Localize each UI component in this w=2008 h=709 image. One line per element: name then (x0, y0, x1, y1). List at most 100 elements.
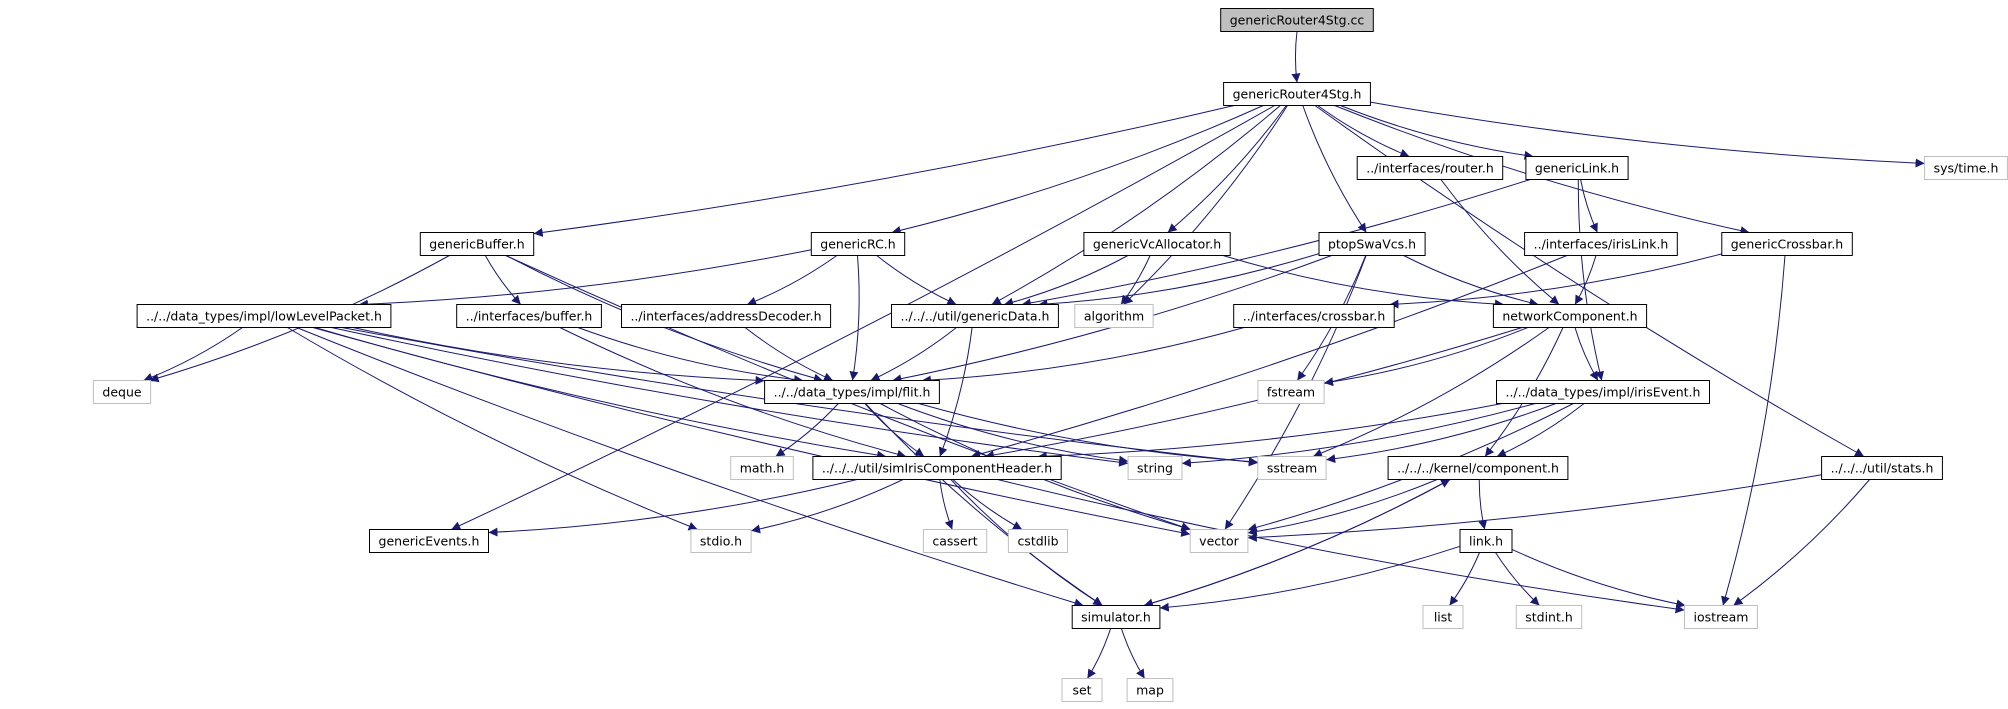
edge-ifrouter-to-netcomp (1440, 179, 1560, 305)
edge-irisev-to-kcomp (1496, 403, 1585, 457)
node-gbuf[interactable]: genericBuffer.h (419, 232, 535, 256)
node-grc[interactable]: genericRC.h (810, 232, 906, 256)
node-label: genericBuffer.h (429, 237, 524, 252)
node-box (1061, 678, 1103, 702)
edge-h-to-grc (891, 105, 1264, 235)
edge-h-to-systime (1370, 101, 1925, 168)
node-flit[interactable]: ../../data_types/impl/flit.h (764, 380, 940, 404)
node-label: ../interfaces/buffer.h (466, 309, 593, 324)
edge-simiris-to-iostream (997, 479, 1685, 614)
node-ptop[interactable]: ptopSwaVcs.h (1318, 232, 1426, 256)
node-box (1924, 156, 2008, 180)
node-label: ../interfaces/addressDecoder.h (630, 309, 821, 324)
node-box (1356, 156, 1504, 180)
node-linkh[interactable]: link.h (1459, 529, 1513, 553)
edge-grc-to-gdata (876, 255, 957, 305)
node-box (1821, 456, 1943, 480)
edge-h-to-gdata (991, 105, 1281, 305)
node-box (456, 304, 602, 328)
node-label: ../interfaces/irisLink.h (1534, 237, 1669, 252)
node-map: map (1126, 678, 1174, 702)
node-stdint: stdint.h (1515, 605, 1583, 629)
node-label: fstream (1267, 385, 1315, 400)
edge-stats-to-iostream (1733, 479, 1870, 606)
edge-ifiris-to-simiris (970, 255, 1568, 459)
edge-h-to-ifrouter (1317, 105, 1410, 158)
node-simiris[interactable]: ../../../util/simIrisComponentHeader.h (812, 456, 1062, 480)
edge-glink-to-gdata (1021, 179, 1531, 308)
edge-gdata-to-simiris (938, 327, 973, 457)
edge-netcomp-to-sstream (1312, 327, 1550, 458)
node-stats[interactable]: ../../../util/stats.h (1821, 456, 1943, 480)
node-box (1083, 232, 1231, 256)
node-iostream: iostream (1684, 605, 1758, 629)
node-fstream: fstream (1257, 380, 1325, 404)
node-label: link.h (1469, 534, 1503, 549)
node-ifaddr[interactable]: ../interfaces/addressDecoder.h (621, 304, 832, 328)
node-label: ptopSwaVcs.h (1328, 237, 1416, 252)
node-gcross[interactable]: genericCrossbar.h (1721, 232, 1853, 256)
node-sstream: sstream (1257, 456, 1327, 480)
node-glink[interactable]: genericLink.h (1525, 156, 1629, 180)
node-label: cstdlib (1017, 534, 1058, 549)
edge-irisev-to-string (1181, 403, 1536, 468)
node-label: deque (102, 385, 141, 400)
edge-kcomp-to-vector (1247, 479, 1438, 536)
node-llp[interactable]: ../../data_types/impl/lowLevelPacket.h (136, 304, 392, 328)
node-box (1318, 232, 1426, 256)
edge-h-to-gevents (451, 105, 1275, 530)
node-ifiris[interactable]: ../interfaces/irisLink.h (1524, 232, 1678, 256)
node-box (92, 380, 152, 404)
node-algo: algorithm (1074, 304, 1154, 328)
node-label: algorithm (1084, 309, 1144, 324)
edge-ifiris-to-netcomp (1574, 255, 1597, 305)
node-sim[interactable]: simulator.h (1071, 605, 1161, 629)
node-label: genericRouter4Stg.cc (1230, 13, 1365, 28)
edge-gcross-to-iostream (1721, 255, 1786, 606)
node-h[interactable]: genericRouter4Stg.h (1223, 82, 1371, 106)
edge-ifbuf-to-flit (577, 327, 804, 384)
edge-ifaddr-to-flit (744, 327, 834, 381)
edge-ifcross-to-flit (921, 327, 1245, 385)
node-label: cassert (932, 534, 977, 549)
node-label: genericCrossbar.h (1731, 237, 1843, 252)
node-irisev[interactable]: ../../data_types/impl/irisEvent.h (1496, 380, 1710, 404)
edge-ptop-to-gdata (1038, 253, 1320, 309)
edge-llp-to-stdio (287, 327, 698, 531)
node-ifrouter[interactable]: ../interfaces/router.h (1356, 156, 1504, 180)
node-label: iostream (1694, 610, 1749, 625)
edge-h-to-ptop (1302, 105, 1367, 233)
node-label: ../interfaces/router.h (1366, 161, 1494, 176)
node-cc[interactable]: genericRouter4Stg.cc (1220, 8, 1374, 32)
node-box (369, 529, 489, 553)
node-box (621, 304, 832, 328)
node-label: genericRC.h (820, 237, 895, 252)
node-box (1492, 304, 1648, 328)
node-ifbuf[interactable]: ../interfaces/buffer.h (456, 304, 602, 328)
dependency-edges (143, 31, 1925, 679)
node-box (419, 232, 535, 256)
node-label: string (1137, 461, 1173, 476)
node-ifcross[interactable]: ../interfaces/crossbar.h (1233, 304, 1395, 328)
node-label: genericEvents.h (379, 534, 480, 549)
edge-grc-to-flit (849, 255, 860, 381)
node-gevents[interactable]: genericEvents.h (369, 529, 489, 553)
edge-kcomp-to-linkh (1478, 479, 1488, 530)
node-box (1126, 678, 1174, 702)
node-box (1422, 605, 1464, 629)
node-box (1007, 529, 1069, 553)
edge-h-to-gvca (1167, 105, 1287, 233)
node-box (1684, 605, 1758, 629)
node-box (1459, 529, 1513, 553)
edge-llp-to-flit (352, 327, 765, 385)
node-netcomp[interactable]: networkComponent.h (1492, 304, 1648, 328)
edge-linkh-to-sim (1159, 545, 1461, 612)
node-kcomp[interactable]: ../../../kernel/component.h (1387, 456, 1569, 480)
edge-stats-to-vector (1247, 474, 1822, 542)
node-box (1387, 456, 1569, 480)
node-gvca[interactable]: genericVcAllocator.h (1083, 232, 1231, 256)
node-box (891, 304, 1059, 328)
edge-llp-to-deque (143, 327, 243, 382)
node-box (1233, 304, 1395, 328)
node-gdata[interactable]: ../../../util/genericData.h (891, 304, 1059, 328)
